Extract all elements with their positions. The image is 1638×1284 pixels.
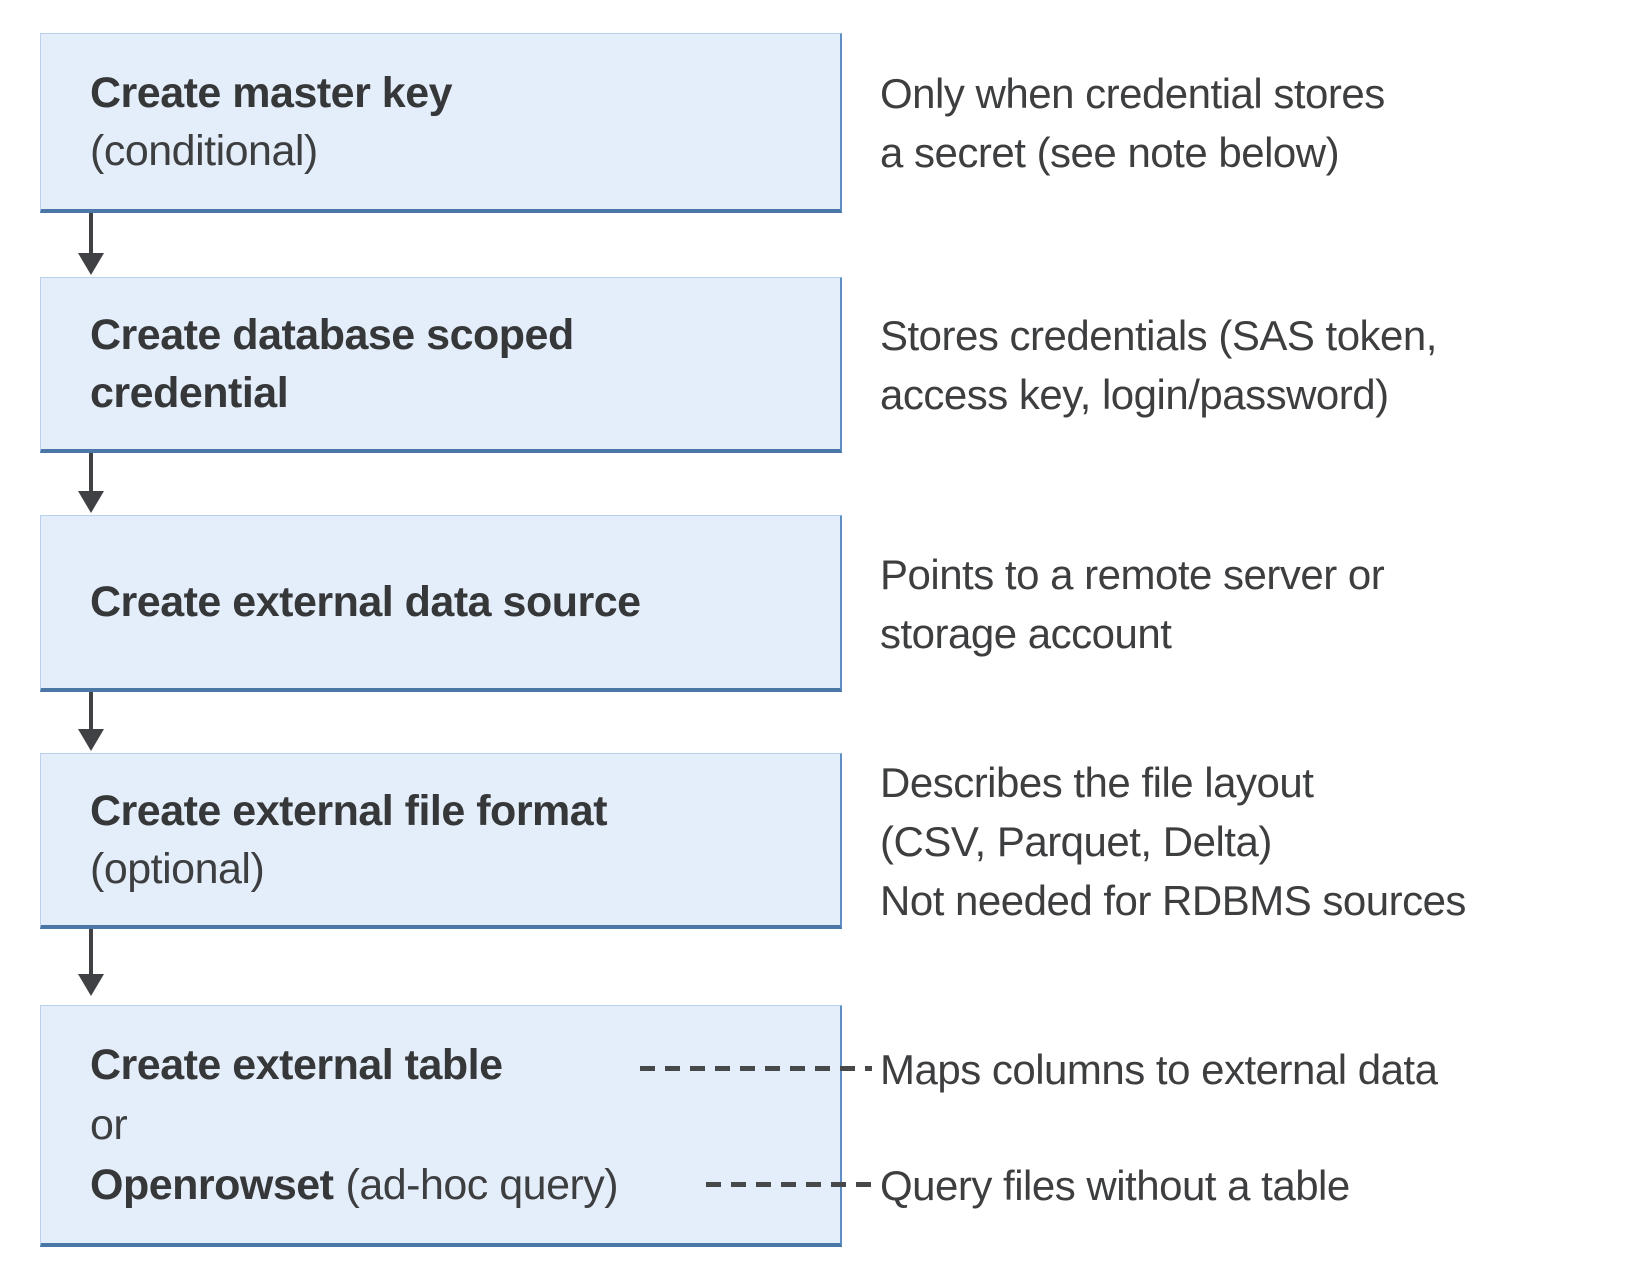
note-external-data-source: Points to a remote server or storage acc… [880,550,1385,657]
dashed-connector [640,1066,872,1071]
step-qualifier: (ad-hoc query) [345,1160,619,1209]
step-box-create-master-key: Create master key (conditional) [40,33,842,213]
down-arrow-icon [78,729,104,751]
down-arrow-icon [89,453,93,491]
step-box-database-scoped-credential: Create database scoped credential [40,277,842,453]
note-openrowset: Query files without a table [880,1161,1350,1209]
step-title: Create external data source [90,578,641,626]
down-arrow-icon [78,974,104,996]
step-title: Create external file format [90,786,608,835]
step-title: Create external table [90,1040,503,1089]
down-arrow-icon [89,692,93,729]
step-title: Create master key [90,68,453,117]
down-arrow-icon [78,253,104,275]
step-title-external-table: Create external table [90,1035,830,1095]
note-database-scoped-credential: Stores credentials (SAS token, access ke… [880,312,1437,418]
step-box-external-file-format: Create external file format (optional) [40,753,842,929]
or-word: or [90,1100,128,1149]
step-title: Openrowset [90,1160,334,1209]
note-external-table: Maps columns to external data [880,1045,1438,1093]
step-title: Create database scoped credential [90,310,574,417]
step-box-external-data-source: Create external data source [40,515,842,692]
step-qualifier: (optional) [90,844,265,893]
step-title-openrowset: Openrowset(ad-hoc query) [90,1155,830,1215]
note-external-file-format: Describes the file layout (CSV, Parquet,… [880,758,1466,924]
down-arrow-icon [89,213,93,253]
down-arrow-icon [78,491,104,513]
step-qualifier: (conditional) [90,126,318,175]
note-master-key: Only when credential stores a secret (se… [880,70,1385,176]
step-box-external-table-or-openrowset: Create external table or Openrowset(ad-h… [40,1005,842,1247]
dashed-connector [706,1182,872,1187]
down-arrow-icon [89,929,93,974]
